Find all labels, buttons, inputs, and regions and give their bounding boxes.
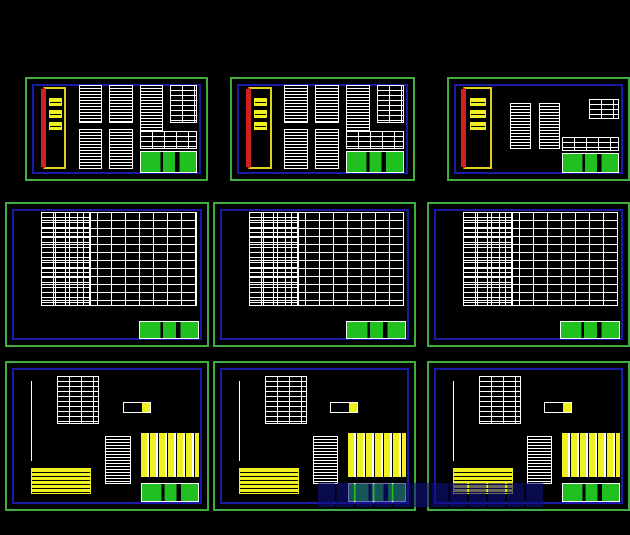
component-table-yellow	[238, 468, 299, 495]
sheet-border	[434, 368, 623, 504]
title-block	[141, 482, 199, 502]
device-list-table	[78, 85, 103, 123]
device-list-table	[109, 129, 133, 169]
device-list-table	[78, 129, 103, 169]
busbar-line	[238, 380, 241, 461]
relay-box	[123, 402, 151, 413]
title-block	[562, 482, 621, 502]
notes-table	[376, 85, 404, 123]
wiring-table-header	[41, 212, 91, 306]
cabinet-device-row	[469, 121, 487, 130]
drawing-sheet-cabinet-elevation[interactable]	[25, 77, 208, 181]
watermark-logo: ████████████	[318, 483, 546, 507]
terminal-block	[526, 436, 553, 485]
control-circuit	[264, 376, 307, 425]
drawing-sheet-wiring-table[interactable]	[213, 202, 416, 347]
cabinet-device-row	[469, 98, 487, 107]
parts-table	[139, 131, 198, 149]
control-circuit	[478, 376, 521, 425]
drawing-sheet-wiring-table[interactable]	[427, 202, 630, 347]
terminal-block	[105, 436, 131, 485]
title-block	[561, 153, 620, 173]
sheet-border	[454, 84, 623, 174]
sheet-border	[12, 368, 202, 504]
drawing-sheet-cabinet-elevation-small[interactable]	[447, 77, 630, 181]
device-list-table	[139, 85, 164, 131]
title-block	[346, 151, 404, 173]
wiring-table-header	[248, 212, 299, 306]
notes-table	[588, 99, 620, 119]
parts-list-table	[141, 433, 199, 477]
cabinet-device-row	[254, 110, 267, 118]
device-list-table	[315, 85, 339, 123]
device-list-table	[509, 103, 532, 149]
cabinet-device-row	[48, 110, 62, 118]
cabinet-device-row	[254, 121, 267, 130]
relay-box	[330, 402, 359, 413]
device-list-table	[315, 129, 339, 169]
wiring-table-header	[462, 212, 513, 306]
cabinet-device-row	[48, 98, 62, 107]
title-block	[139, 321, 199, 340]
parts-table	[346, 131, 404, 149]
title-block	[346, 321, 407, 340]
cabinet-elevation-drawing	[248, 87, 272, 169]
cabinet-elevation-drawing	[463, 87, 492, 169]
cabinet-device-row	[469, 110, 487, 118]
parts-list-table	[562, 433, 621, 477]
device-list-table	[346, 85, 370, 131]
busbar-line	[452, 380, 455, 461]
device-list-table	[284, 85, 308, 123]
device-list-table	[538, 103, 560, 149]
notes-table	[170, 85, 198, 123]
sheet-border	[434, 209, 623, 340]
drawing-sheet-schematic[interactable]	[213, 361, 416, 511]
sheet-border	[12, 209, 202, 340]
sheet-border	[220, 209, 409, 340]
drawing-sheet-schematic[interactable]	[5, 361, 209, 511]
drawing-sheet-cabinet-elevation[interactable]	[230, 77, 415, 181]
cabinet-device-row	[48, 121, 62, 130]
device-list-table	[284, 129, 308, 169]
title-block	[348, 482, 407, 502]
sheet-border	[220, 368, 409, 504]
device-list-table	[109, 85, 133, 123]
drawing-sheet-schematic[interactable]	[427, 361, 630, 511]
cabinet-device-row	[254, 98, 267, 107]
cabinet-elevation-drawing	[43, 87, 67, 169]
terminal-block	[312, 436, 339, 485]
parts-table	[561, 137, 620, 151]
relay-box	[544, 402, 573, 413]
component-table-yellow	[452, 468, 513, 495]
title-block	[139, 151, 198, 173]
title-block	[560, 321, 621, 340]
control-circuit	[57, 376, 99, 425]
component-table-yellow	[31, 468, 91, 495]
parts-list-table	[348, 433, 407, 477]
busbar-line	[31, 380, 33, 461]
drawing-sheet-wiring-table[interactable]	[5, 202, 209, 347]
